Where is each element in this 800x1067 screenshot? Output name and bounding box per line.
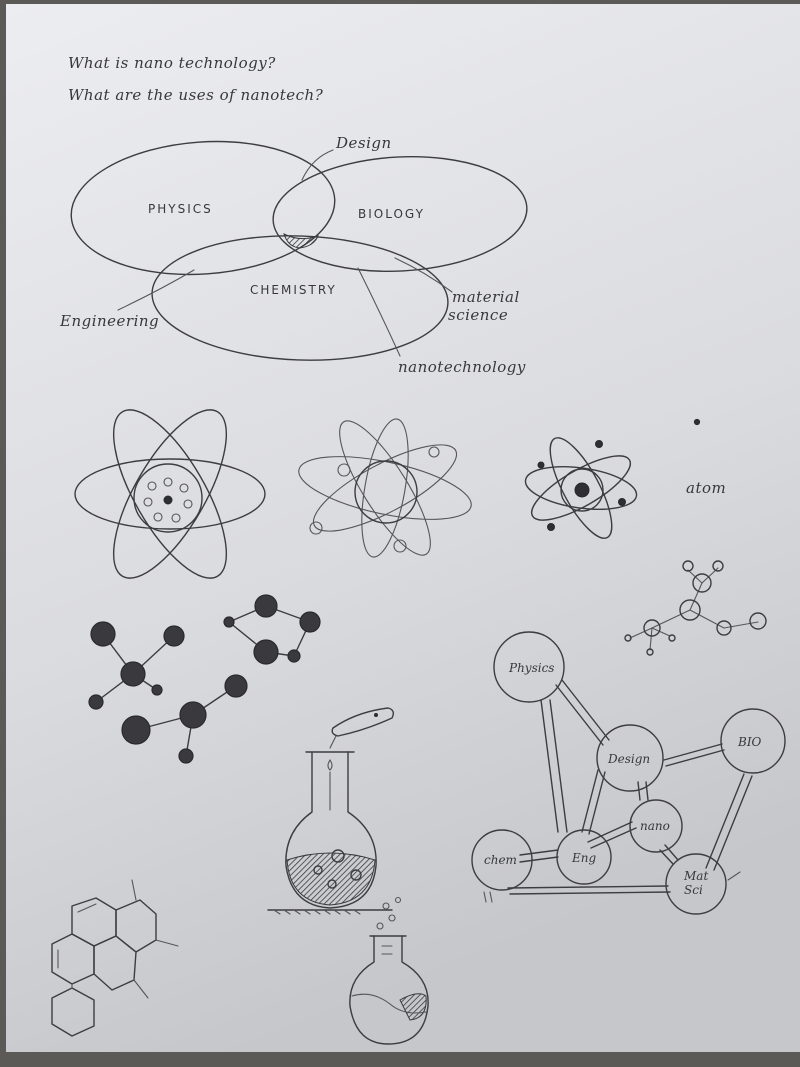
node-physics-label: Physics (508, 661, 554, 675)
callout-material-1: material (452, 288, 520, 306)
small-flask-sketch (349, 896, 429, 1045)
node-chem (471, 829, 533, 891)
molecule-ring (223, 594, 321, 665)
molecule-cluster-left (88, 621, 248, 764)
molecule-outline (624, 560, 767, 656)
venn-center-hatch (283, 233, 319, 249)
venn-label-chemistry: CHEMISTRY (250, 283, 337, 297)
callout-nanotechnology: nanotechnology (398, 358, 526, 376)
node-sci-label: Sci (684, 883, 703, 897)
node-bio (720, 708, 786, 774)
node-design (596, 724, 664, 792)
atom-label: atom (686, 479, 726, 497)
question-line-2: What are the uses of nanotech? (68, 86, 324, 104)
node-chem-label: chem (484, 853, 517, 867)
atom-sketch-2 (298, 418, 472, 558)
venn-label-biology: BIOLOGY (358, 207, 425, 221)
atom-sketch-3 (524, 437, 638, 539)
concept-network: Physics Design BIO nano chem Eng Mat Sci (471, 631, 786, 915)
node-eng (556, 829, 612, 885)
node-matsci (665, 853, 727, 915)
paper-sheet (6, 4, 800, 1052)
venn-label-physics: PHYSICS (148, 202, 213, 216)
node-bio-label: BIO (737, 735, 762, 749)
node-mat-label: Mat (683, 869, 708, 883)
venn-physics-ellipse (70, 140, 336, 276)
ink-dot (693, 418, 701, 426)
callout-material-2: science (448, 306, 508, 324)
node-design-label: Design (607, 752, 650, 766)
round-flask-sketch (267, 707, 395, 915)
venn-biology-ellipse (272, 155, 528, 273)
node-eng-label: Eng (571, 851, 596, 865)
atom-sketch-1 (74, 409, 266, 579)
venn-diagram: PHYSICS BIOLOGY CHEMISTRY Design Enginee… (59, 134, 528, 376)
callout-engineering: Engineering (59, 312, 159, 330)
node-nano (629, 799, 683, 853)
question-line-1: What is nano technology? (68, 54, 276, 72)
hexagon-ring-structure (51, 879, 179, 1037)
node-physics (493, 631, 565, 703)
callout-design: Design (335, 134, 392, 152)
node-nano-label: nano (640, 819, 670, 833)
